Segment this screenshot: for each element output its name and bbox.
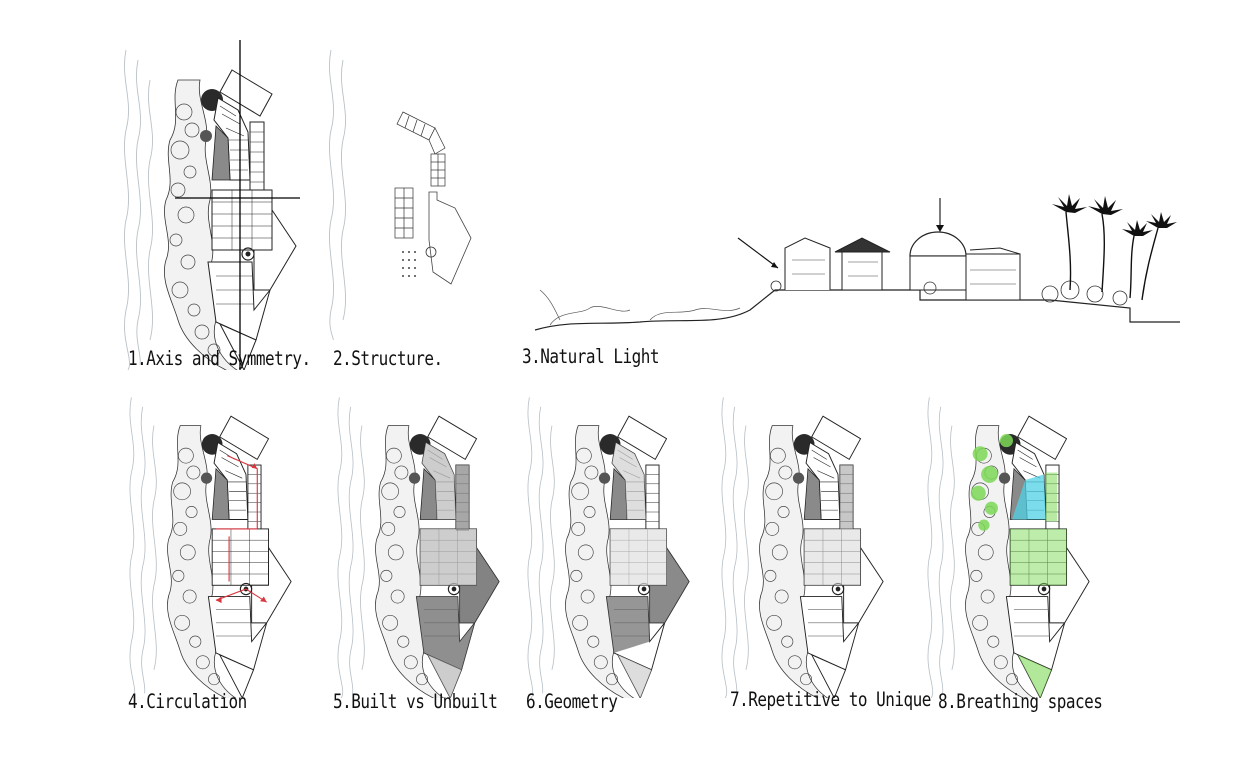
panel-structure <box>325 40 495 340</box>
green-court <box>1010 528 1067 586</box>
built-mass-overlay <box>416 442 500 698</box>
panel-circulation <box>120 388 310 698</box>
green-trees <box>970 434 1013 531</box>
panel-axis-symmetry <box>120 40 310 370</box>
caption-repetitive-unique: 7.Repetitive to Unique <box>730 688 931 711</box>
water-court <box>1012 474 1046 520</box>
plan-breathing-spaces <box>927 396 1090 698</box>
building-section-drawing <box>534 194 1180 331</box>
plan-circulation <box>129 396 292 698</box>
repetitive-overlay <box>804 465 861 586</box>
panel-repetitive-unique <box>712 388 902 698</box>
ground-line <box>534 289 1180 331</box>
geometry-overlay <box>606 442 690 698</box>
caption-axis-symmetry: 1.Axis and Symmetry. <box>128 347 311 370</box>
caption-geometry: 6.Geometry <box>526 690 618 713</box>
plan-repetitive-unique <box>721 396 884 698</box>
structure-grid-diagram <box>329 49 472 340</box>
plan-axis-symmetry <box>123 40 300 370</box>
panel-geometry <box>518 388 708 698</box>
light-arrow-left <box>737 237 779 269</box>
dome-roof <box>909 231 967 257</box>
plan-built-unbuilt <box>337 396 500 698</box>
caption-breathing-spaces: 8.Breathing spaces <box>938 690 1103 713</box>
caption-natural-light: 3.Natural Light <box>522 345 660 368</box>
panel-built-unbuilt <box>328 388 518 698</box>
caption-structure: 2.Structure. <box>333 347 443 370</box>
palm-trees <box>1065 211 1159 301</box>
circulation-paths <box>215 455 267 603</box>
plan-geometry <box>527 396 690 698</box>
panel-natural-light <box>530 190 1190 340</box>
breathing-overlay <box>970 434 1067 698</box>
caption-circulation: 4.Circulation <box>128 690 247 713</box>
panel-breathing-spaces <box>918 388 1108 698</box>
caption-built-unbuilt: 5.Built vs Unbuilt <box>333 690 498 713</box>
